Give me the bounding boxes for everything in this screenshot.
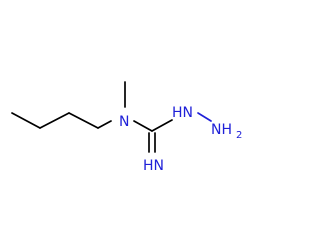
n-to-central-carbon-bond [133,120,153,132]
amine-subscript: 2 [236,130,242,141]
butyl-bond-4 [97,120,112,129]
chemical-structure: N HN NH 2 HN [11,81,242,174]
nitrogen-label: N [119,114,129,130]
butyl-bond-1 [11,112,41,129]
butyl-bond-2 [39,112,70,129]
hydrazine-n-n-bond [197,112,212,122]
butyl-bond-3 [68,112,99,129]
carbon-bonds [11,81,173,153]
amine-nh-label: NH [211,122,232,138]
central-carbon-to-nh-bond [151,119,173,132]
imine-nh-label: HN [143,158,164,174]
nitrogen-bonds [197,112,212,122]
hydrazine-nh-label: HN [172,105,193,121]
